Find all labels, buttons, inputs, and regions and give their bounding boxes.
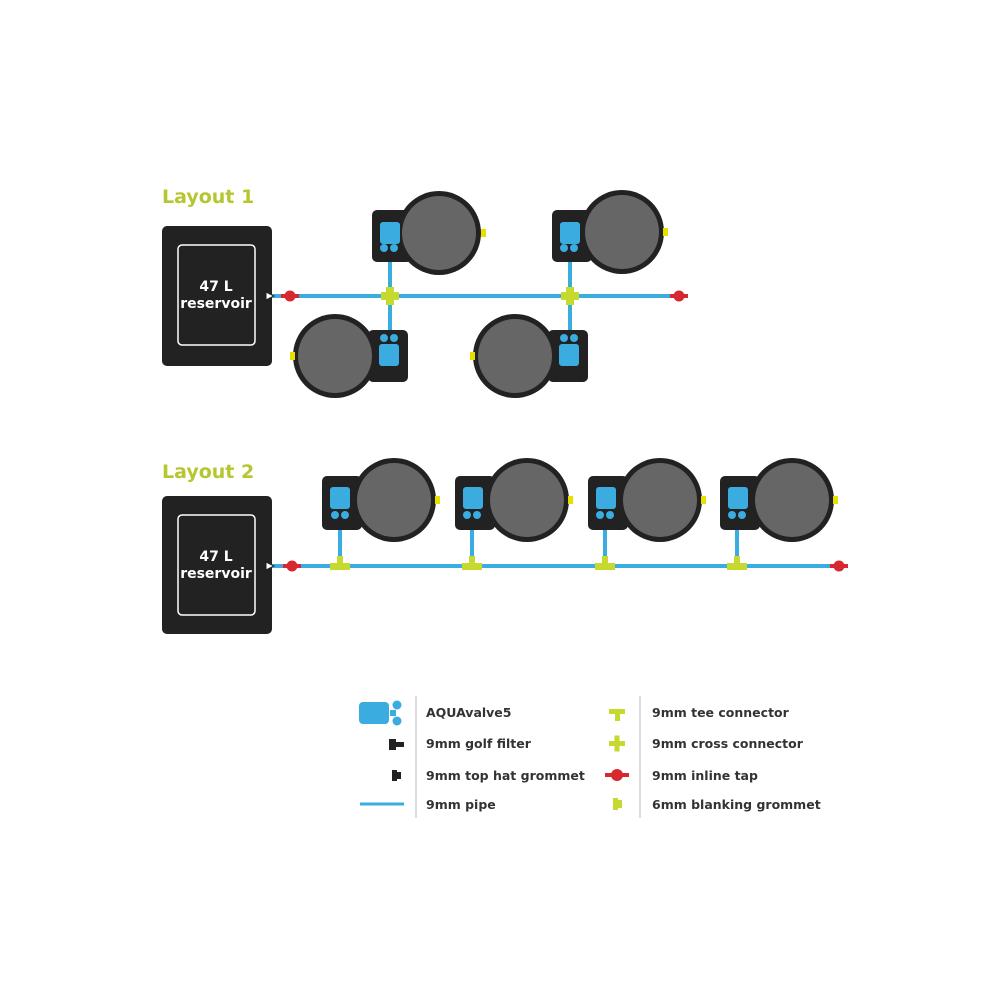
layout-2-reservoir-label: reservoir <box>180 566 252 582</box>
layout-2-reservoir: 47 L reservoir <box>162 496 272 634</box>
legend: AQUAvalve5 9mm golf filter 9mm top hat g… <box>359 696 821 818</box>
tee-connector-icon <box>609 709 625 721</box>
blanking-grommet-icon <box>568 496 573 504</box>
tee-connector-icon <box>330 556 350 570</box>
legend-inline-tap-label: 9mm inline tap <box>652 768 758 783</box>
legend-top-hat-grommet-label: 9mm top hat grommet <box>426 768 585 783</box>
legend-blanking-grommet-label: 6mm blanking grommet <box>652 797 821 812</box>
pot-unit <box>322 458 440 542</box>
aquavalve-icon <box>380 222 400 244</box>
legend-tee-connector-label: 9mm tee connector <box>652 705 790 720</box>
layout-2-title: Layout 2 <box>162 461 254 483</box>
golf-filter-icon <box>389 739 404 750</box>
aquavalve-icon <box>728 487 748 509</box>
legend-cross-connector-label: 9mm cross connector <box>652 736 804 751</box>
blanking-grommet-icon <box>833 496 838 504</box>
layout-1-reservoir-label: reservoir <box>180 296 252 312</box>
pot-unit <box>552 190 668 274</box>
aquavalve-icon <box>560 222 580 244</box>
tee-connector-icon <box>595 556 615 570</box>
aquavalve-icon <box>359 700 402 726</box>
pot-unit <box>455 458 573 542</box>
pot-unit <box>290 314 408 398</box>
pot-unit <box>588 458 706 542</box>
layout-1-reservoir-volume: 47 L <box>199 279 232 295</box>
top-hat-grommet-icon <box>258 290 276 302</box>
pot-unit <box>470 314 588 398</box>
legend-aquavalve-label: AQUAvalve5 <box>426 705 512 720</box>
legend-pipe-label: 9mm pipe <box>426 797 496 812</box>
aquavalve-icon <box>330 487 350 509</box>
blanking-grommet-icon <box>435 496 440 504</box>
layout-1-reservoir: 47 L reservoir <box>162 226 272 366</box>
inline-tap-icon <box>283 560 301 572</box>
blanking-grommet-icon <box>470 352 475 360</box>
aquavalve-icon <box>559 344 579 366</box>
inline-tap-icon <box>670 290 688 302</box>
blanking-grommet-icon <box>663 228 668 236</box>
aquavalve-icon <box>596 487 616 509</box>
inline-tap-icon <box>281 290 299 302</box>
cross-connector-icon <box>381 287 399 305</box>
tee-connector-icon <box>462 556 482 570</box>
cross-connector-icon <box>609 735 625 752</box>
top-hat-grommet-icon <box>392 770 401 781</box>
blanking-grommet-icon <box>290 352 295 360</box>
blanking-grommet-icon <box>613 798 622 810</box>
blanking-grommet-icon <box>481 229 486 237</box>
layout-1-title: Layout 1 <box>162 186 254 208</box>
tee-connector-icon <box>727 556 747 570</box>
inline-tap-icon <box>830 560 848 572</box>
cross-connector-icon <box>561 287 579 305</box>
inline-tap-icon <box>605 769 629 781</box>
blanking-grommet-icon <box>701 496 706 504</box>
layout-2-reservoir-volume: 47 L <box>199 549 232 565</box>
legend-golf-filter-label: 9mm golf filter <box>426 736 532 751</box>
pot-unit <box>372 191 486 275</box>
top-hat-grommet-icon <box>258 560 276 572</box>
aquavalve-icon <box>463 487 483 509</box>
aquavalve-icon <box>379 344 399 366</box>
pot-unit <box>720 458 838 542</box>
